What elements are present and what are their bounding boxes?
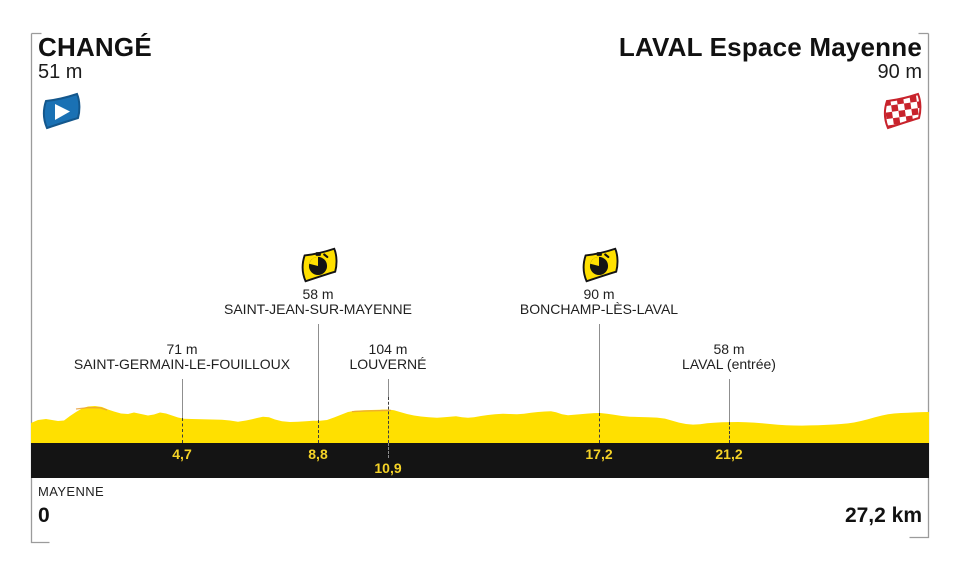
start-flag-icon — [42, 92, 81, 130]
frame-right-line — [909, 32, 930, 539]
department-label: MAYENNE — [38, 484, 105, 499]
profile-ridge-shading — [75, 406, 108, 411]
distance-bar — [31, 443, 929, 478]
elevation-profile-area — [31, 406, 929, 443]
finish-elevation: 90 m — [877, 61, 922, 83]
finish-town-name: LAVAL Espace Mayenne — [618, 32, 922, 62]
frame-left-line — [30, 32, 50, 544]
profile-ridge-shading — [351, 409, 392, 413]
finish-checkered-flag-icon — [883, 92, 922, 130]
total-distance-label: 27,2 km — [844, 504, 922, 527]
start-elevation: 51 m — [38, 61, 83, 83]
start-km-label: 0 — [38, 504, 50, 527]
start-town-name: CHANGÉ — [38, 32, 152, 62]
